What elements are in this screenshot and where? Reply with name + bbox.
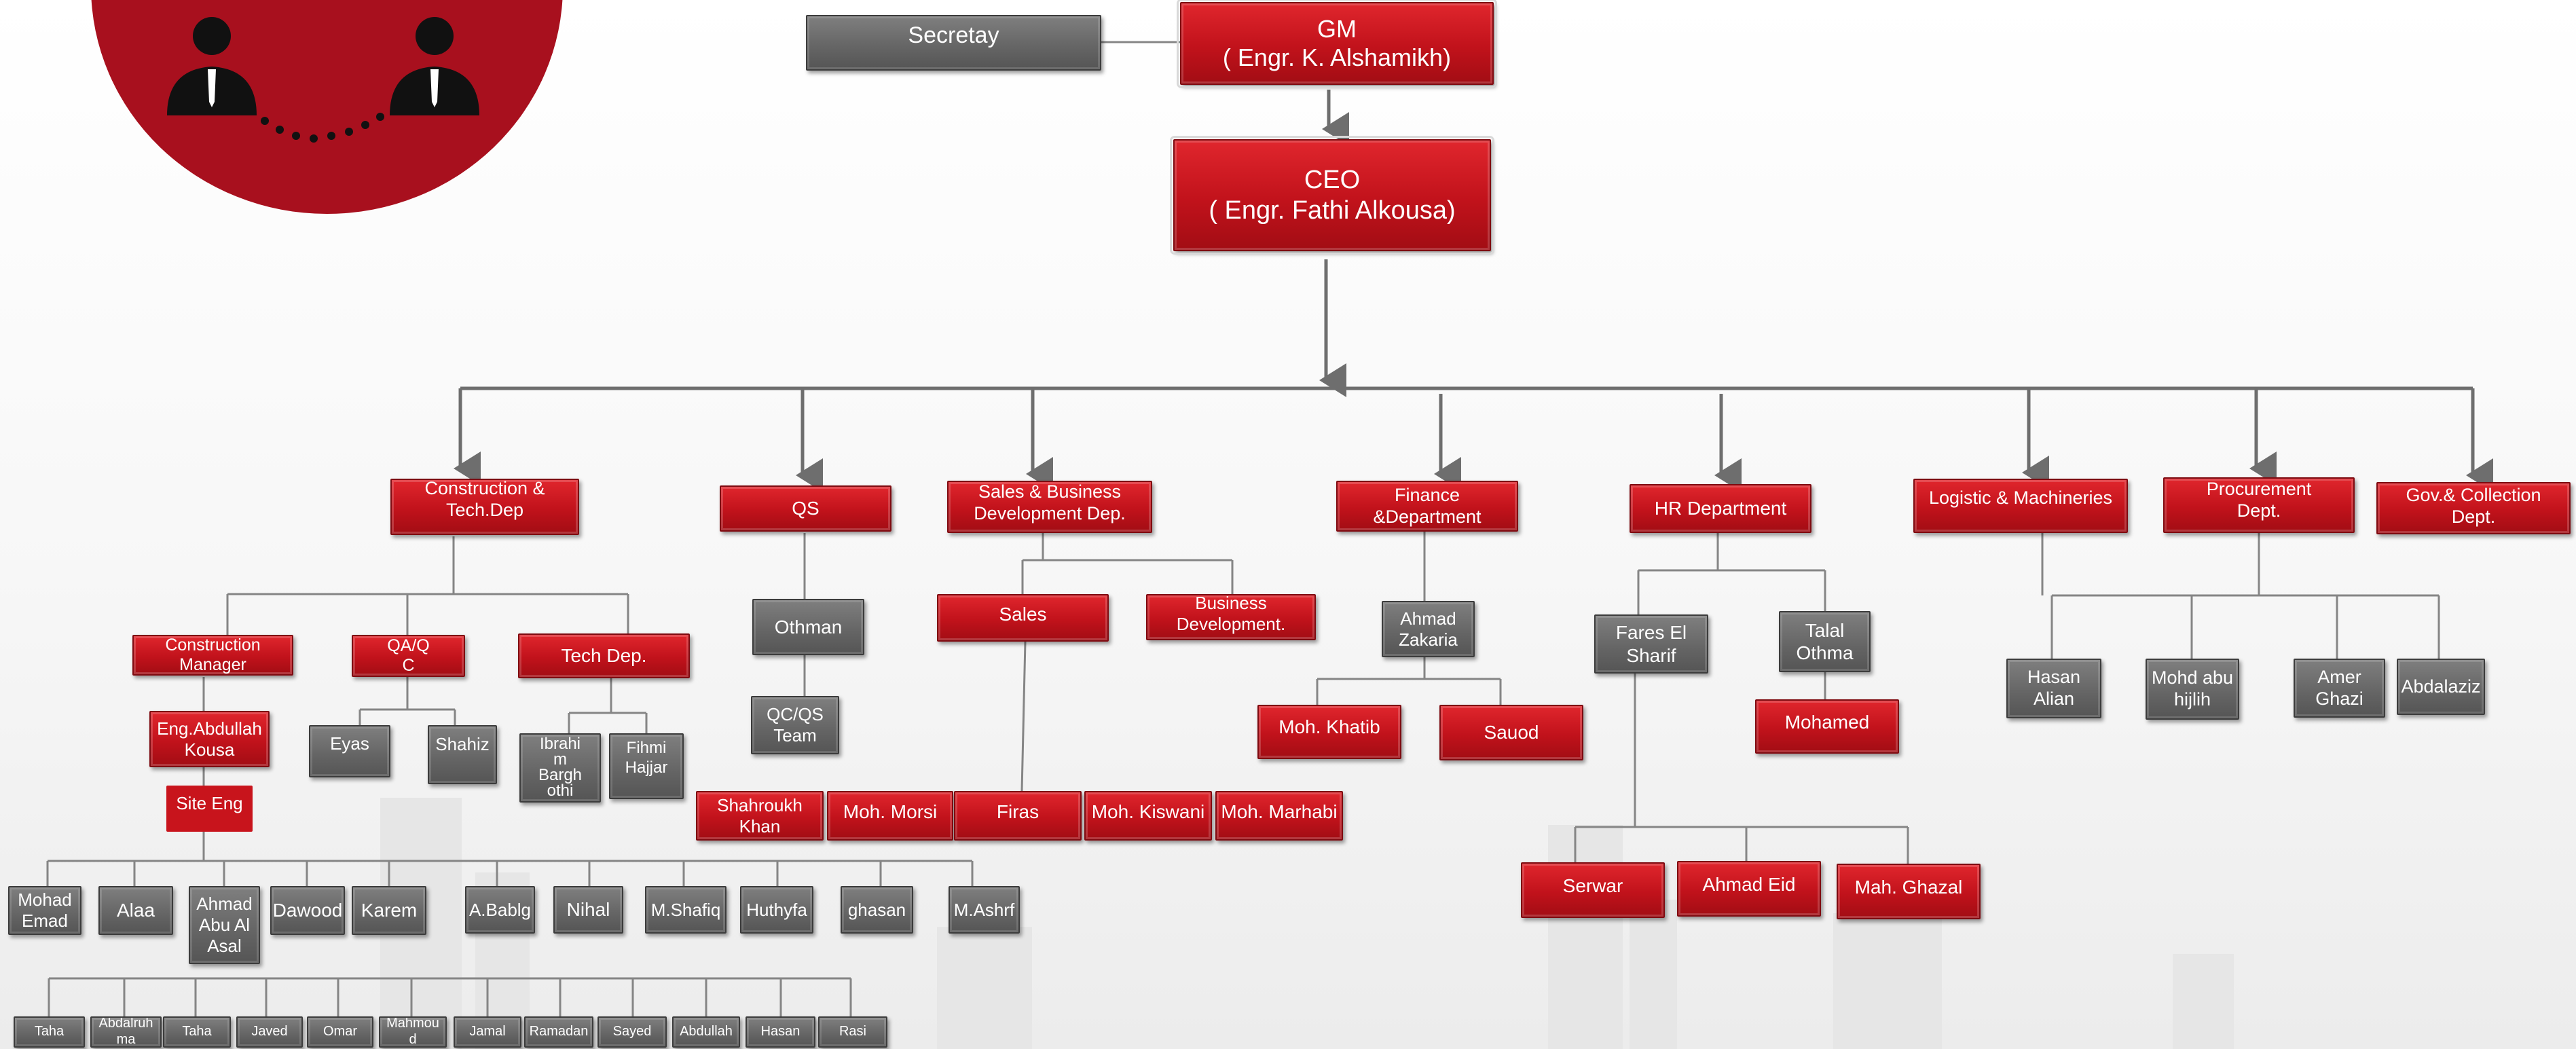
moh-khatib-box[interactable]: Moh. Khatib <box>1257 705 1401 759</box>
business-development-box[interactable]: Business Development. <box>1146 594 1316 640</box>
worker-box[interactable]: Hasan <box>746 1016 815 1048</box>
tech-dep-box[interactable]: Tech Dep. <box>518 633 690 678</box>
fares-el-sharif-box[interactable]: Fares El Sharif <box>1594 614 1708 674</box>
sales-staff-box[interactable]: Moh. Morsi <box>827 791 953 841</box>
dept-qs[interactable]: QS <box>720 485 891 532</box>
site-engineer-box[interactable]: Mohad Emad <box>8 886 81 935</box>
sales-staff-box[interactable]: Firas <box>954 791 1082 841</box>
hr-staff-box[interactable]: Mah. Ghazal <box>1837 864 1981 919</box>
ahmad-zakaria-box[interactable]: Ahmad Zakaria <box>1382 601 1475 657</box>
site-engineer-box[interactable]: Alaa <box>98 886 173 935</box>
site-engineer-box[interactable]: Huthyfa <box>740 886 813 934</box>
secretary-box[interactable]: Secretay <box>806 15 1101 71</box>
sales-staff-box[interactable]: Shahroukh Khan <box>696 791 824 841</box>
site-engineer-box[interactable]: M.Shafiq <box>645 886 726 934</box>
construction-manager-box[interactable]: Construction Manager <box>132 635 293 676</box>
qaqc-box[interactable]: QA/Q C <box>352 635 465 677</box>
sauod-box[interactable]: Sauod <box>1439 705 1583 760</box>
site-eng-box[interactable]: Site Eng <box>166 786 253 832</box>
two-people-connected-icon <box>167 17 479 143</box>
worker-box[interactable]: Rasi <box>818 1016 887 1048</box>
mohamed-box[interactable]: Mohamed <box>1755 699 1899 754</box>
othman-box[interactable]: Othman <box>752 599 864 655</box>
dept-gov-collection[interactable]: Gov.& Collection Dept. <box>2376 482 2571 534</box>
shahiz-box[interactable]: Shahiz <box>428 725 497 784</box>
site-engineer-box[interactable]: Dawood <box>270 886 345 935</box>
site-engineer-box[interactable]: Karem <box>352 886 426 935</box>
worker-box[interactable]: Abdullah <box>672 1016 740 1048</box>
dept-logistic-machineries[interactable]: Logistic & Machineries <box>1913 479 2128 533</box>
ibrahim-barghothi-box[interactable]: Ibrahi m Bargh othi <box>519 733 601 803</box>
eyas-box[interactable]: Eyas <box>309 725 390 777</box>
logistics-team-box[interactable]: Amer Ghazi <box>2294 659 2385 718</box>
worker-box[interactable]: Jamal <box>454 1016 521 1048</box>
worker-box[interactable]: Omar <box>307 1016 373 1048</box>
logistics-team-box[interactable]: Mohd abu hijlih <box>2146 659 2239 720</box>
fihmi-hajjar-box[interactable]: Fihmi Hajjar <box>609 733 684 799</box>
hr-staff-box[interactable]: Ahmad Eid <box>1677 861 1821 917</box>
worker-box[interactable]: Javed <box>236 1016 303 1048</box>
site-engineer-box[interactable]: A.Bablg <box>465 886 535 934</box>
worker-box[interactable]: Taha <box>14 1016 85 1048</box>
site-engineer-box[interactable]: ghasan <box>841 886 913 934</box>
dept-construction-tech[interactable]: Construction & Tech.Dep <box>390 479 579 535</box>
logistics-team-box[interactable]: Hasan Alian <box>2006 659 2101 718</box>
worker-box[interactable]: Mahmou d <box>379 1016 447 1048</box>
site-engineer-box[interactable]: Nihal <box>553 886 623 934</box>
hr-staff-box[interactable]: Serwar <box>1521 862 1665 918</box>
sales-staff-box[interactable]: Moh. Kiswani <box>1084 791 1212 841</box>
worker-box[interactable]: Ramadan <box>524 1016 593 1048</box>
worker-box[interactable]: Taha <box>163 1016 231 1048</box>
eng-abdullah-kousa-box[interactable]: Eng.Abdullah Kousa <box>149 711 270 767</box>
talal-othma-box[interactable]: Talal Othma <box>1779 611 1871 672</box>
dept-sales-business-development[interactable]: Sales & Business Development Dep. <box>947 481 1152 533</box>
worker-box[interactable]: Sayed <box>597 1016 667 1048</box>
logo-disc <box>91 0 563 214</box>
site-engineer-box[interactable]: M.Ashrf <box>949 886 1020 934</box>
dept-procurement[interactable]: Procurement Dept. <box>2163 477 2355 533</box>
ceo-box[interactable]: CEO ( Engr. Fathi Alkousa) <box>1170 136 1494 255</box>
logistics-team-box[interactable]: Abdalaziz <box>2397 659 2485 715</box>
gm-box[interactable]: GM ( Engr. K. Alshamikh) <box>1177 0 1497 88</box>
sales-staff-box[interactable]: Moh. Marhabi <box>1215 791 1343 841</box>
qc-qs-team-box[interactable]: QC/QS Team <box>751 696 839 754</box>
sales-box[interactable]: Sales <box>937 594 1109 642</box>
dept-hr[interactable]: HR Department <box>1630 484 1811 533</box>
dept-finance[interactable]: Finance &Department <box>1336 481 1518 532</box>
site-engineer-box[interactable]: Ahmad Abu Al Asal <box>189 886 260 964</box>
worker-box[interactable]: Abdalruh ma <box>90 1016 162 1048</box>
